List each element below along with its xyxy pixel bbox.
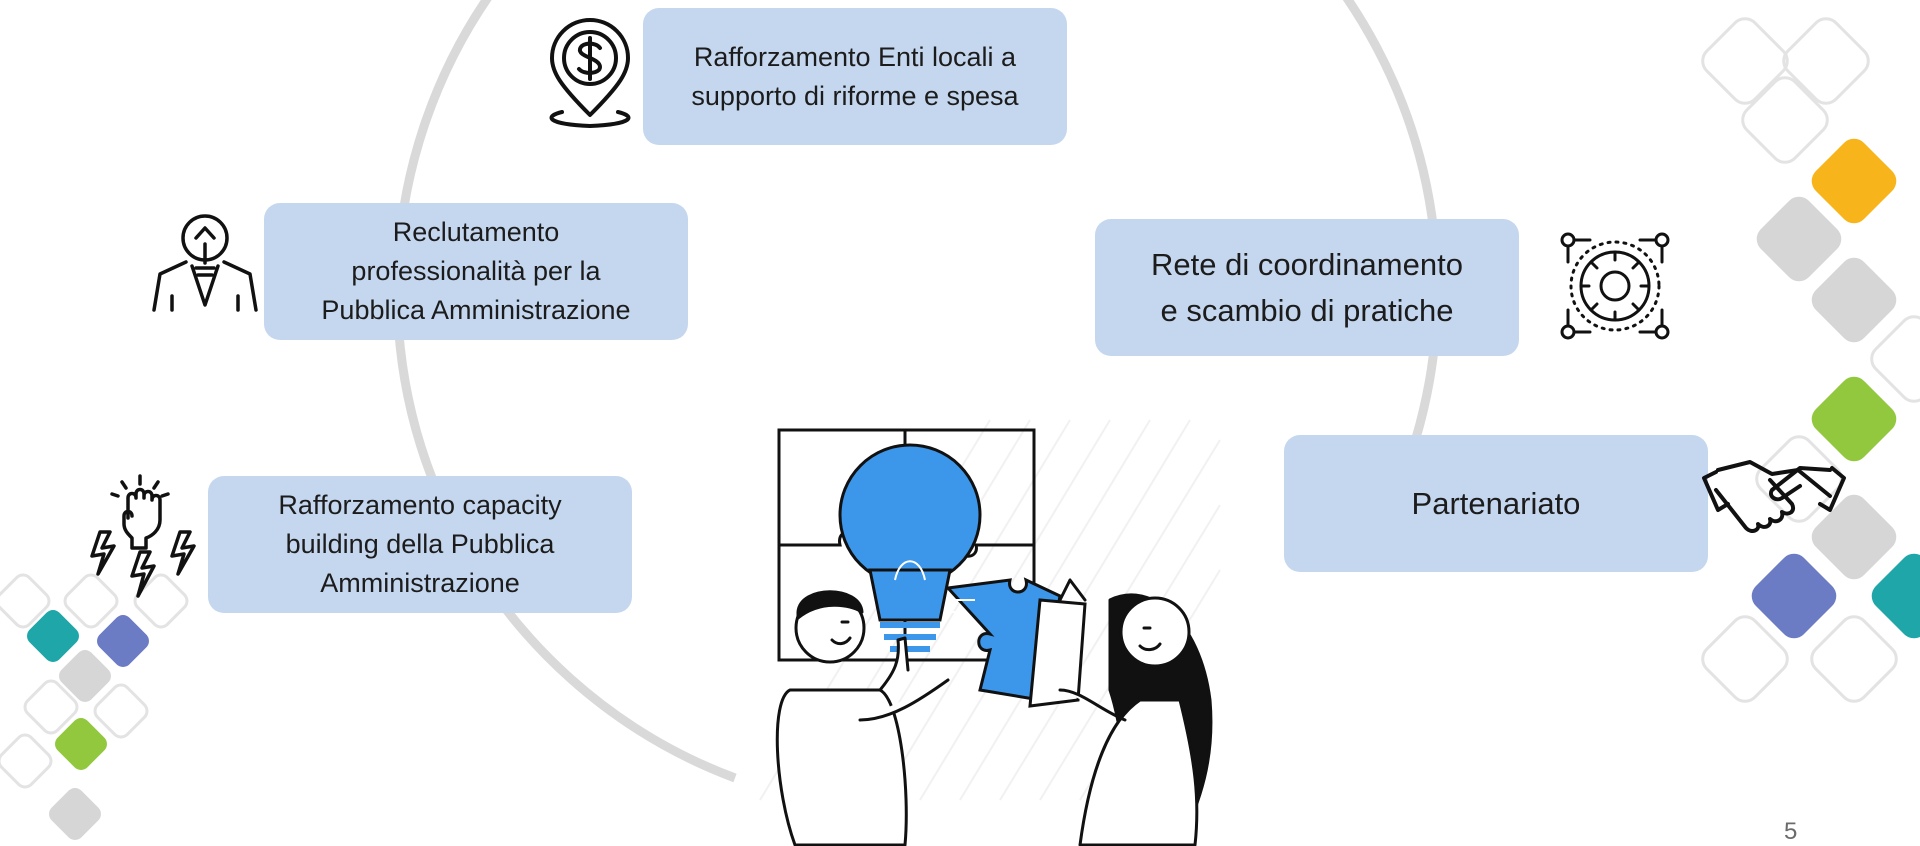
person-right — [1058, 578, 1213, 846]
diamond-green — [1811, 376, 1897, 462]
diamond-gray — [1756, 196, 1842, 282]
diamond-outline — [1741, 76, 1829, 164]
diamond-outline — [1782, 17, 1870, 105]
node-partenariato: Partenariato — [1284, 435, 1708, 572]
node-reclutamento: Reclutamento professionalità per la Pubb… — [264, 203, 688, 340]
diamond-outline — [93, 683, 149, 739]
handshake-icon — [1702, 460, 1846, 533]
node-rete-coordinamento-label: Rete di coordinamento e scambio di prati… — [1151, 246, 1463, 328]
diamond-blue — [97, 615, 149, 667]
diamond-outline — [23, 679, 79, 735]
diamond-blue — [1751, 553, 1837, 639]
diamond-outline — [133, 573, 189, 629]
gear-network-icon — [1560, 232, 1670, 340]
diamond-gray — [49, 788, 101, 840]
page-number: 5 — [1784, 818, 1798, 845]
lightbulb-puzzle — [838, 443, 982, 652]
node-enti-locali-label: Rafforzamento Enti locali a supporto di … — [691, 41, 1019, 111]
diamond-teal — [1871, 553, 1920, 639]
dollar-location-pin-icon — [549, 18, 631, 128]
right-diamond-pattern — [1701, 17, 1920, 703]
diamond-teal — [27, 610, 79, 662]
node-partenariato-label: Partenariato — [1411, 485, 1581, 521]
node-rete-coordinamento: Rete di coordinamento e scambio di prati… — [1095, 219, 1519, 356]
diamond-orange — [1811, 138, 1897, 224]
diamond-gray — [1811, 257, 1897, 343]
node-enti-locali: Rafforzamento Enti locali a supporto di … — [643, 8, 1067, 145]
diamond-outline — [1755, 435, 1843, 523]
diamond-gray — [1811, 494, 1897, 580]
held-white-puzzle — [1028, 598, 1087, 708]
diamond-gray — [59, 650, 111, 702]
diamond-outline — [1810, 615, 1898, 703]
diamond-outline — [1701, 17, 1789, 105]
diamond-outline — [0, 733, 53, 789]
person-left — [775, 590, 950, 846]
diamond-outline — [63, 573, 119, 629]
idea-person-icon — [152, 214, 258, 312]
diamond-outline — [1870, 315, 1920, 403]
diamond-outline — [1701, 615, 1789, 703]
left-diamond-pattern — [0, 573, 189, 840]
diamond-green — [55, 718, 107, 770]
node-capacity-building: Rafforzamento capacity building della Pu… — [208, 476, 632, 613]
raised-fist-lightning-icon — [90, 474, 196, 598]
node-capacity-building-label: Rafforzamento capacity building della Pu… — [278, 490, 562, 598]
diamond-outline — [0, 573, 51, 629]
node-reclutamento-label: Reclutamento professionalità per la Pubb… — [321, 217, 631, 325]
